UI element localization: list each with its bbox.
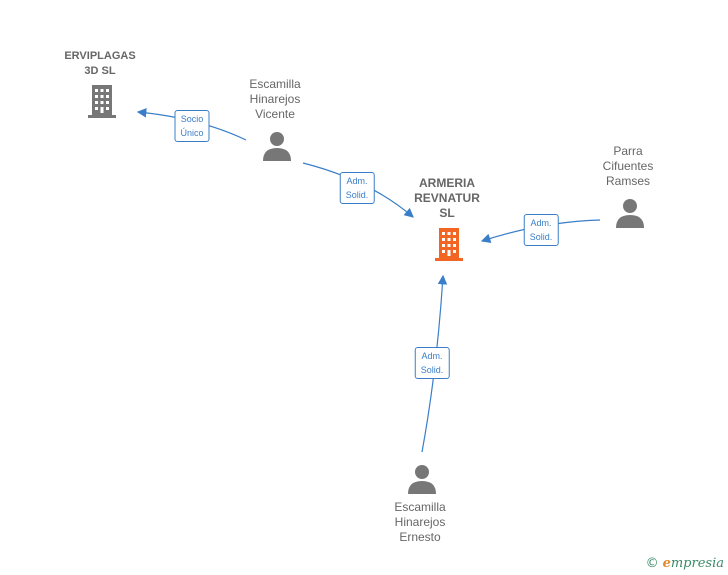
building-icon-focus[interactable]: [433, 226, 465, 262]
label-line: Ernesto: [399, 530, 441, 544]
label-line: Parra: [613, 144, 643, 158]
label-line: ERVIPLAGAS: [64, 50, 136, 62]
edge-label-adm-solid[interactable]: Adm. Solid.: [414, 347, 450, 379]
edge-label-adm-solid[interactable]: Adm. Solid.: [523, 214, 559, 246]
label-line: Cifuentes: [602, 159, 654, 173]
label-line: REVNATUR: [414, 191, 480, 205]
label-line: Escamilla: [249, 77, 301, 91]
label-line: Escamilla: [394, 500, 446, 514]
empresia-watermark: ©empresia: [646, 556, 724, 571]
brand-name: mpresia: [670, 556, 724, 571]
copyright-icon: ©: [645, 556, 659, 571]
person-icon[interactable]: [615, 198, 645, 228]
node-armeria-label: ARMERIA REVNATUR SL: [414, 176, 480, 221]
edge-label-line: Adm.: [421, 351, 443, 361]
node-escamilla-vicente-label: Escamilla Hinarejos Vicente: [249, 77, 300, 122]
label-line: Hinarejos: [249, 92, 301, 106]
edge-label-adm-solid[interactable]: Adm. Solid.: [339, 172, 375, 204]
edge-label-line: Único: [180, 128, 204, 138]
edge-label-line: Socio: [180, 114, 204, 124]
label-line: SL: [439, 206, 455, 220]
edge-label-line: Solid.: [420, 365, 444, 375]
node-erviplagas-label: ERVIPLAGAS 3D SL: [64, 49, 135, 79]
edge-label-line: Adm.: [346, 176, 368, 186]
edge-label-line: Adm.: [530, 218, 552, 228]
edge-label-line: Solid.: [345, 190, 369, 200]
edge-label-line: Solid.: [529, 232, 553, 242]
label-line: ARMERIA: [419, 176, 475, 190]
person-icon[interactable]: [407, 464, 437, 494]
label-line: Ramses: [605, 174, 651, 188]
building-icon[interactable]: [86, 83, 118, 119]
label-line: Vicente: [255, 107, 295, 121]
node-parra-label: Parra Cifuentes Ramses: [603, 144, 654, 189]
edge-label-socio-unico[interactable]: Socio Único: [174, 110, 210, 142]
node-escamilla-ernesto-label: Escamilla Hinarejos Ernesto: [394, 500, 445, 545]
label-line: 3D SL: [84, 65, 116, 77]
label-line: Hinarejos: [394, 515, 446, 529]
person-icon[interactable]: [262, 131, 292, 161]
brand-initial: e: [662, 556, 671, 571]
